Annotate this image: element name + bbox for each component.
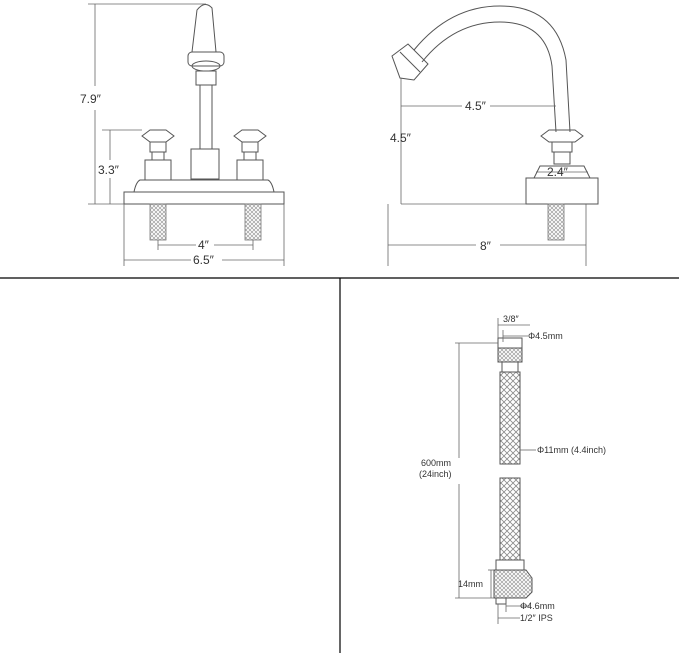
dim-hose-length-inch: (24inch) [419, 469, 452, 479]
dim-nut-length: 14mm [458, 579, 483, 589]
dim-spout-height: 4.5″ [390, 131, 412, 145]
dim-base-width: 6.5″ [193, 253, 215, 267]
dim-handle-height: 3.3″ [98, 163, 120, 177]
dim-overall-depth: 8″ [480, 239, 492, 253]
side-dimension-lines [387, 78, 588, 266]
dim-overall-height: 7.9″ [80, 92, 102, 106]
panel-dividers [0, 277, 679, 653]
dim-base-diameter: 2.4″ [547, 165, 569, 179]
dim-hose-diameter: Φ11mm (4.4inch) [537, 445, 606, 455]
dim-thread-top: 3/8″ [503, 314, 520, 324]
dim-thread-bottom: 1/2″ IPS [520, 613, 553, 623]
hose-dimension-lines [455, 318, 536, 624]
dim-inlet-spacing: 4″ [198, 238, 210, 252]
empty-panel [0, 279, 339, 653]
dim-hose-length-mm: 600mm [421, 458, 451, 468]
side-threaded-inlet [547, 203, 565, 241]
dim-spout-reach: 4.5″ [465, 99, 487, 113]
front-dimension-lines [88, 3, 285, 266]
front-threaded-inlets [149, 203, 262, 241]
dim-bore-bottom: Φ4.6mm [520, 601, 555, 611]
supply-hose [493, 337, 533, 605]
faucet-front-view [123, 4, 285, 205]
dim-bore-top: Φ4.5mm [528, 331, 563, 341]
